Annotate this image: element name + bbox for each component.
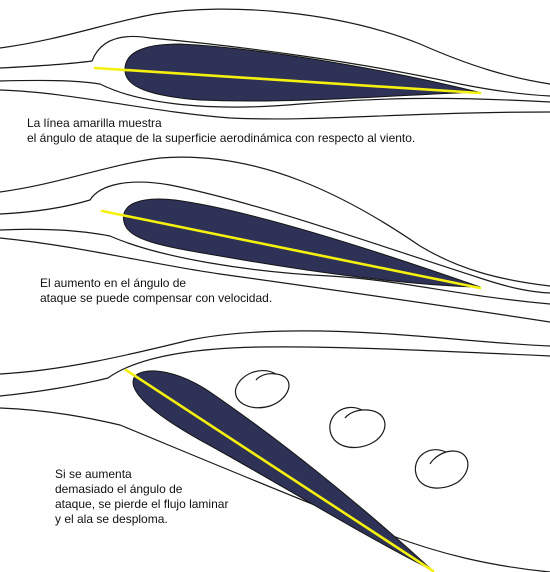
caption-medium-angle-line-2: ataque se puede compensar con velocidad. (40, 291, 273, 305)
streamline-upper (0, 35, 550, 97)
caption-low-angle: La línea amarilla muestra el ángulo de a… (27, 116, 415, 146)
streamline-top-3 (0, 330, 550, 375)
caption-stall-angle-line-3: ataque, se pierde el flujo laminar (55, 497, 229, 511)
vortex-3 (414, 449, 469, 489)
caption-low-angle-line-2: el ángulo de ataque de la superficie aer… (27, 131, 416, 145)
streamline-top (0, 8, 550, 85)
caption-stall-angle-line-4: y el ala se desploma. (55, 512, 168, 526)
streamline-bottom-2 (0, 237, 550, 323)
streamline-bottom (0, 89, 550, 120)
caption-medium-angle: El aumento en el ángulo de ataque se pue… (40, 276, 272, 306)
streamline-upper-3 (0, 346, 550, 397)
streamline-wake (0, 407, 550, 572)
streamline-top-2 (0, 156, 550, 287)
chord-line-low-angle (93, 66, 482, 95)
panel-low-angle (0, 8, 550, 120)
vortex-1 (234, 369, 290, 409)
panel-stall-angle (0, 330, 550, 572)
chord-line-medium-angle (100, 209, 482, 290)
caption-medium-angle-line-1: El aumento en el ángulo de (40, 276, 187, 290)
streamline-upper-2 (0, 181, 550, 294)
chord-line-stall-angle (124, 368, 435, 572)
streamline-lower-2 (0, 228, 550, 305)
streamline-lower (0, 79, 550, 108)
caption-stall-angle: Si se aumenta demasiado el ángulo de ata… (55, 467, 228, 527)
caption-stall-angle-line-1: Si se aumenta (55, 467, 132, 481)
caption-stall-angle-line-2: demasiado el ángulo de (55, 482, 183, 496)
panel-medium-angle (0, 156, 550, 323)
vortex-2 (329, 406, 386, 449)
caption-low-angle-line-1: La línea amarilla muestra (27, 116, 162, 130)
